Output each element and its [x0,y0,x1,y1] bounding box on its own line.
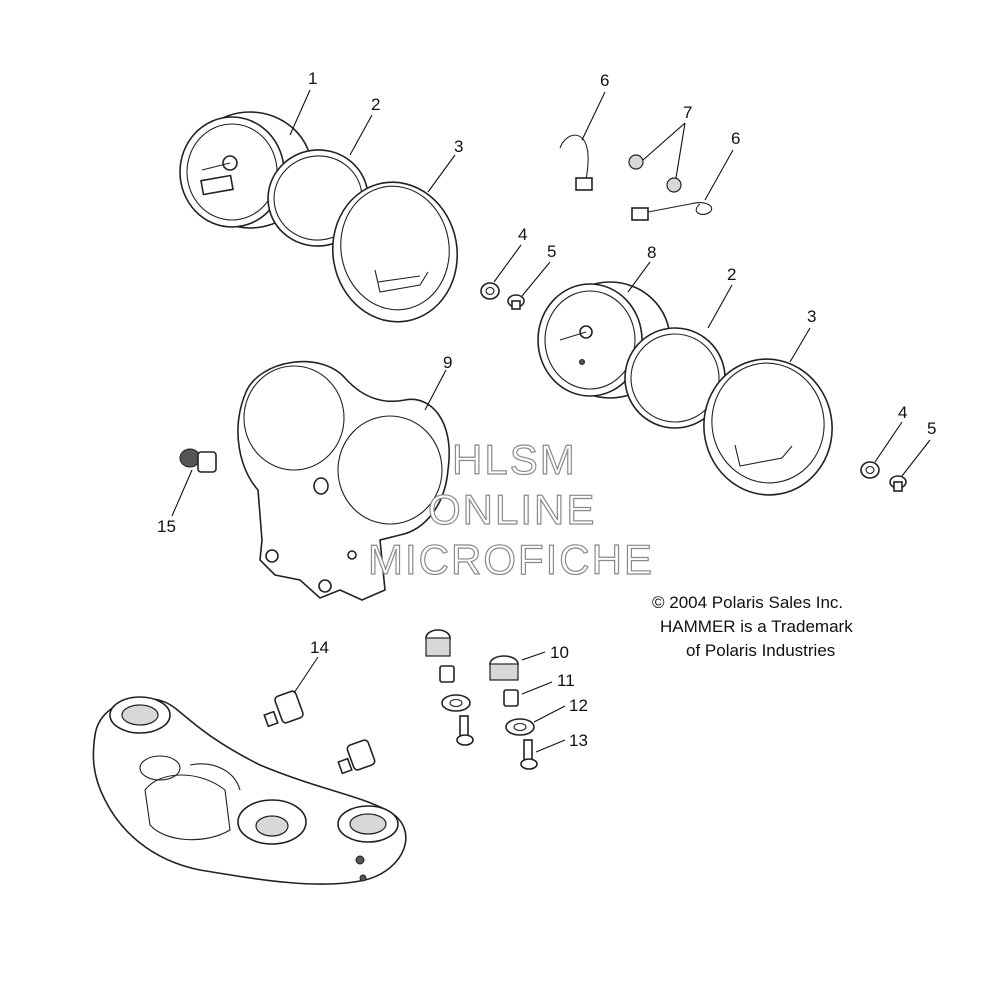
callout-9: 9 [443,353,452,372]
callout-3-right: 3 [807,307,816,326]
callout-15: 15 [157,517,176,536]
leader-lines [171,89,931,753]
callout-6-upper: 6 [600,71,609,90]
callout-2-left: 2 [371,95,380,114]
rubber-mount-a [263,690,304,728]
gauge-cup-left [331,181,459,323]
callout-5-left: 5 [547,242,556,261]
callout-2-right: 2 [727,265,736,284]
callout-5-right: 5 [927,419,936,438]
washer-left [480,282,500,300]
watermark-line-1: HLSM [452,436,577,483]
callout-6-lower: 6 [731,129,740,148]
wire-clip-upper [559,134,593,191]
gauge-bracket [237,360,450,601]
callout-1: 1 [308,69,317,88]
gauge-right [537,281,671,399]
indicator-lamp [179,448,217,473]
bulb-socket-a [628,154,644,170]
bulb-socket-b [666,177,682,193]
wire-clip-lower [631,202,713,221]
callout-11: 11 [557,671,575,690]
gauge-cup-right [703,358,833,496]
watermark-line-3: MICROFICHE [368,536,654,583]
callout-12: 12 [569,696,588,715]
callout-10: 10 [550,643,569,662]
rubber-mount-b [337,739,376,775]
callout-13: 13 [569,731,588,750]
grommet-stack-right [489,655,538,770]
callout-labels: 1 2 3 4 5 6 7 6 8 2 3 4 5 9 15 14 10 11 … [157,69,936,750]
callout-14: 14 [310,638,329,657]
callout-4-right: 4 [898,403,907,422]
copyright-line-1: © 2004 Polaris Sales Inc. [652,593,843,612]
copyright-line-3: of Polaris Industries [686,641,835,660]
callout-3-left: 3 [454,137,463,156]
callout-7: 7 [683,103,692,122]
copyright-line-2: HAMMER is a Trademark [660,617,853,636]
watermark-line-2: ONLINE [428,486,596,533]
copyright-block: © 2004 Polaris Sales Inc. HAMMER is a Tr… [652,593,853,660]
screw-left [507,294,525,310]
bezel-ring-right [624,327,726,429]
callout-8: 8 [647,243,656,262]
washer-right [860,461,880,479]
watermark: HLSM ONLINE MICROFICHE [367,435,654,583]
callout-4-left: 4 [518,225,527,244]
grommet-stack-left [425,629,474,746]
triple-clamp [92,696,407,885]
screw-right [889,475,907,492]
